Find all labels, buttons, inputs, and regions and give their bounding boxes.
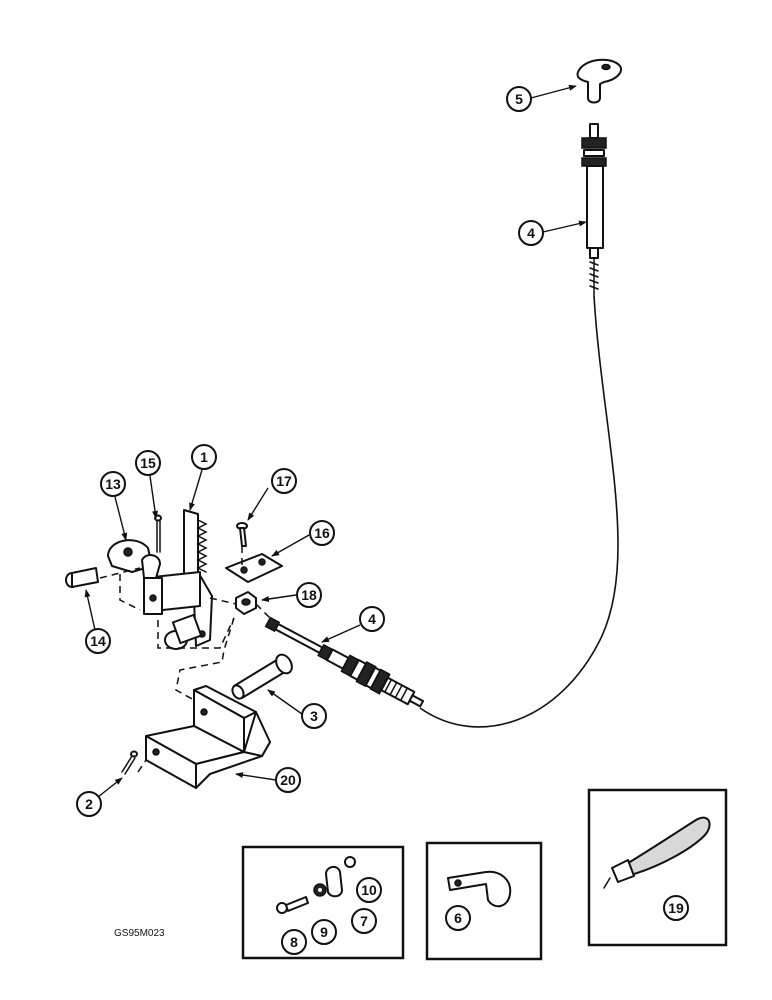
- pivot-pin: [231, 653, 293, 700]
- svg-text:19: 19: [668, 900, 684, 916]
- inset-box-clip: [425, 841, 543, 961]
- callout-4-top: 4: [518, 220, 544, 246]
- svg-text:3: 3: [310, 708, 318, 724]
- svg-text:6: 6: [454, 910, 462, 926]
- callout-16: 16: [309, 520, 335, 546]
- callout-9: 9: [311, 919, 337, 945]
- cotter-pin-upper: [154, 514, 162, 553]
- svg-text:14: 14: [90, 633, 106, 649]
- throttle-lever: [143, 509, 213, 650]
- cable-end-assembly: [264, 616, 425, 708]
- clevis-pin: [65, 567, 99, 588]
- cotter-pin-lower: [121, 750, 138, 775]
- callout-8: 8: [281, 929, 307, 955]
- figure-code: GS95M023: [114, 928, 165, 939]
- callout-5: 5: [506, 86, 532, 112]
- svg-text:20: 20: [280, 772, 296, 788]
- svg-text:10: 10: [361, 882, 377, 898]
- svg-text:7: 7: [360, 913, 368, 929]
- svg-text:13: 13: [105, 476, 121, 492]
- svg-text:2: 2: [85, 796, 93, 812]
- screw-part: [236, 522, 248, 547]
- inset-box-strap: [587, 788, 728, 947]
- callout-1: 1: [191, 444, 217, 470]
- svg-text:1: 1: [200, 449, 208, 465]
- callout-15: 15: [135, 450, 161, 476]
- callout-6: 6: [445, 905, 471, 931]
- callout-17: 17: [271, 468, 297, 494]
- callout-4-mid: 4: [359, 606, 385, 632]
- svg-text:15: 15: [140, 455, 156, 471]
- cable-control-head: [581, 123, 607, 297]
- callout-19: 19: [663, 895, 689, 921]
- svg-text:18: 18: [301, 587, 317, 603]
- callout-2: 2: [76, 791, 102, 817]
- clamp-plate: [225, 553, 283, 583]
- callout-7: 7: [351, 908, 377, 934]
- svg-text:4: 4: [368, 611, 376, 627]
- svg-text:4: 4: [527, 225, 535, 241]
- knob-part: [576, 58, 622, 104]
- mounting-bracket: [145, 685, 271, 789]
- clevis-part: [107, 539, 161, 579]
- svg-text:17: 17: [276, 473, 292, 489]
- callout-10: 10: [356, 877, 382, 903]
- svg-text:16: 16: [314, 525, 330, 541]
- callout-14: 14: [85, 628, 111, 654]
- callout-18: 18: [296, 582, 322, 608]
- control-cable: [419, 295, 619, 728]
- svg-text:9: 9: [320, 924, 328, 940]
- callout-13: 13: [100, 471, 126, 497]
- svg-text:5: 5: [515, 91, 523, 107]
- assembly-lines: [99, 546, 271, 773]
- leader-lines: [84, 84, 672, 932]
- svg-text:8: 8: [290, 934, 298, 950]
- callout-3: 3: [301, 703, 327, 729]
- nut-part: [235, 591, 257, 615]
- callout-20: 20: [275, 767, 301, 793]
